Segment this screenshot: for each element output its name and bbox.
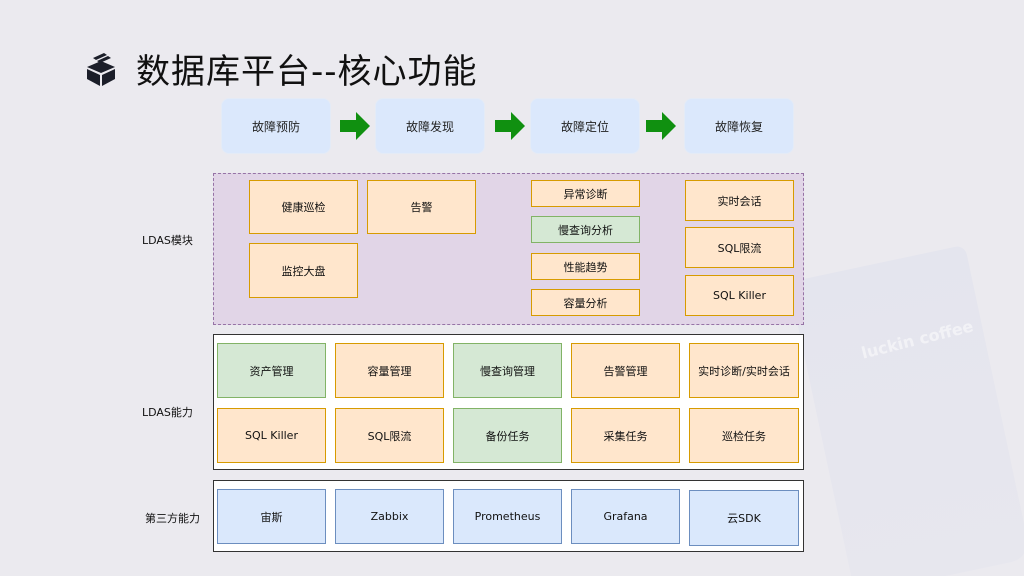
capability-realtime-diagnosis-session: 实时诊断/实时会话 (689, 343, 799, 398)
row-label-capabilities: LDAS能力 (142, 406, 193, 419)
box-icon (87, 52, 115, 86)
module-sql-throttle: SQL限流 (685, 227, 794, 268)
module-capacity-analysis: 容量分析 (531, 289, 640, 316)
module-slow-query-analysis: 慢查询分析 (531, 216, 640, 243)
capability-inspection-task: 巡检任务 (689, 408, 799, 463)
capability-asset-management: 资产管理 (217, 343, 326, 398)
flow-step-location: 故障定位 (531, 99, 639, 153)
capability-slow-query-management: 慢查询管理 (453, 343, 562, 398)
title-bar: 数据库平台--核心功能 (84, 44, 478, 93)
background-cup-decoration (788, 244, 1024, 576)
page-title: 数据库平台--核心功能 (136, 52, 478, 92)
flow-step-recovery: 故障恢复 (685, 99, 793, 153)
capability-sql-throttle: SQL限流 (335, 408, 444, 463)
row-label-modules: LDAS模块 (142, 234, 193, 247)
module-health-check: 健康巡检 (249, 180, 358, 234)
arrow-right-icon (340, 112, 370, 140)
capability-collection-task: 采集任务 (571, 408, 680, 463)
third-party-zabbix: Zabbix (335, 489, 444, 544)
flow-step-prevention: 故障预防 (222, 99, 330, 153)
module-realtime-session: 实时会话 (685, 180, 794, 221)
module-anomaly-diagnosis: 异常诊断 (531, 180, 640, 207)
capability-alert-management: 告警管理 (571, 343, 680, 398)
capability-capacity-management: 容量管理 (335, 343, 444, 398)
row-label-third-party: 第三方能力 (145, 512, 200, 525)
third-party-prometheus: Prometheus (453, 489, 562, 544)
third-party-cloud-sdk: 云SDK (689, 490, 799, 546)
capability-backup-task: 备份任务 (453, 408, 562, 463)
third-party-grafana: Grafana (571, 489, 680, 544)
flow-step-discovery: 故障发现 (376, 99, 484, 153)
third-party-zeus: 宙斯 (217, 489, 326, 544)
capability-sql-killer: SQL Killer (217, 408, 326, 463)
arrow-right-icon (646, 112, 676, 140)
module-monitor-dashboard: 监控大盘 (249, 243, 358, 298)
arrow-right-icon (495, 112, 525, 140)
module-performance-trend: 性能趋势 (531, 253, 640, 280)
module-sql-killer: SQL Killer (685, 275, 794, 316)
module-alert: 告警 (367, 180, 476, 234)
